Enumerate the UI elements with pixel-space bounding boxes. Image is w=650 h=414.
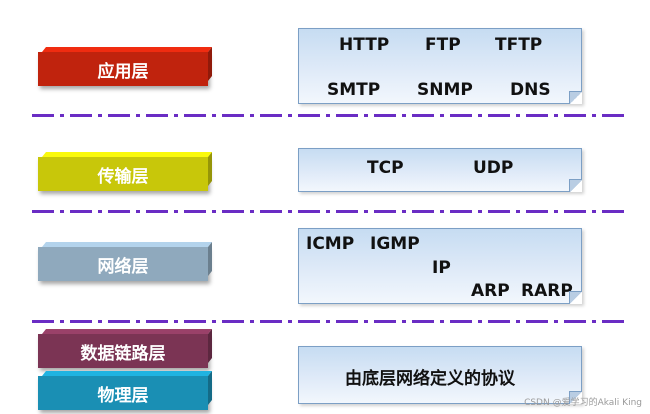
- lower-layer-protocols-box: 由底层网络定义的协议: [298, 346, 582, 404]
- protocol-snmp: SNMP: [417, 80, 473, 100]
- application-layer-label: 应用层: [38, 52, 208, 86]
- separator-line: [32, 210, 628, 213]
- protocol-udp: UDP: [473, 158, 514, 178]
- folded-corner: [569, 91, 582, 104]
- network-protocols-box: ICMP IGMP IP ARP RARP: [298, 228, 582, 304]
- transport-layer-text: 传输层: [97, 166, 149, 187]
- physical-layer-text: 物理层: [97, 385, 149, 406]
- separator-line: [32, 320, 628, 323]
- network-layer-text: 网络层: [97, 256, 149, 277]
- protocol-dns: DNS: [510, 80, 551, 100]
- protocol-arp: ARP: [471, 281, 510, 301]
- protocol-smtp: SMTP: [327, 80, 381, 100]
- transport-layer-label: 传输层: [38, 157, 208, 191]
- protocol-tftp: TFTP: [495, 35, 543, 55]
- separator-line: [32, 114, 628, 117]
- watermark: CSDN @爱学习的Akali King: [524, 398, 642, 408]
- network-layer-label: 网络层: [38, 247, 208, 281]
- protocol-http: HTTP: [339, 35, 390, 55]
- transport-protocols-box: TCP UDP: [298, 148, 582, 192]
- protocol-icmp: ICMP: [306, 234, 355, 254]
- folded-corner: [569, 179, 582, 192]
- application-protocols-box: HTTP FTP TFTP SMTP SNMP DNS: [298, 28, 582, 104]
- application-layer-text: 应用层: [97, 61, 149, 82]
- protocol-igmp: IGMP: [370, 234, 420, 254]
- datalink-layer-label: 数据链路层: [38, 334, 208, 368]
- datalink-layer-text: 数据链路层: [80, 343, 166, 364]
- folded-corner: [569, 391, 582, 404]
- protocol-ip: IP: [432, 258, 451, 278]
- protocol-tcp: TCP: [367, 158, 404, 178]
- protocol-rarp: RARP: [521, 281, 573, 301]
- folded-corner: [569, 291, 582, 304]
- physical-layer-label: 物理层: [38, 376, 208, 410]
- lower-layer-protocols-text: 由底层网络定义的协议: [345, 369, 515, 389]
- protocol-ftp: FTP: [425, 35, 461, 55]
